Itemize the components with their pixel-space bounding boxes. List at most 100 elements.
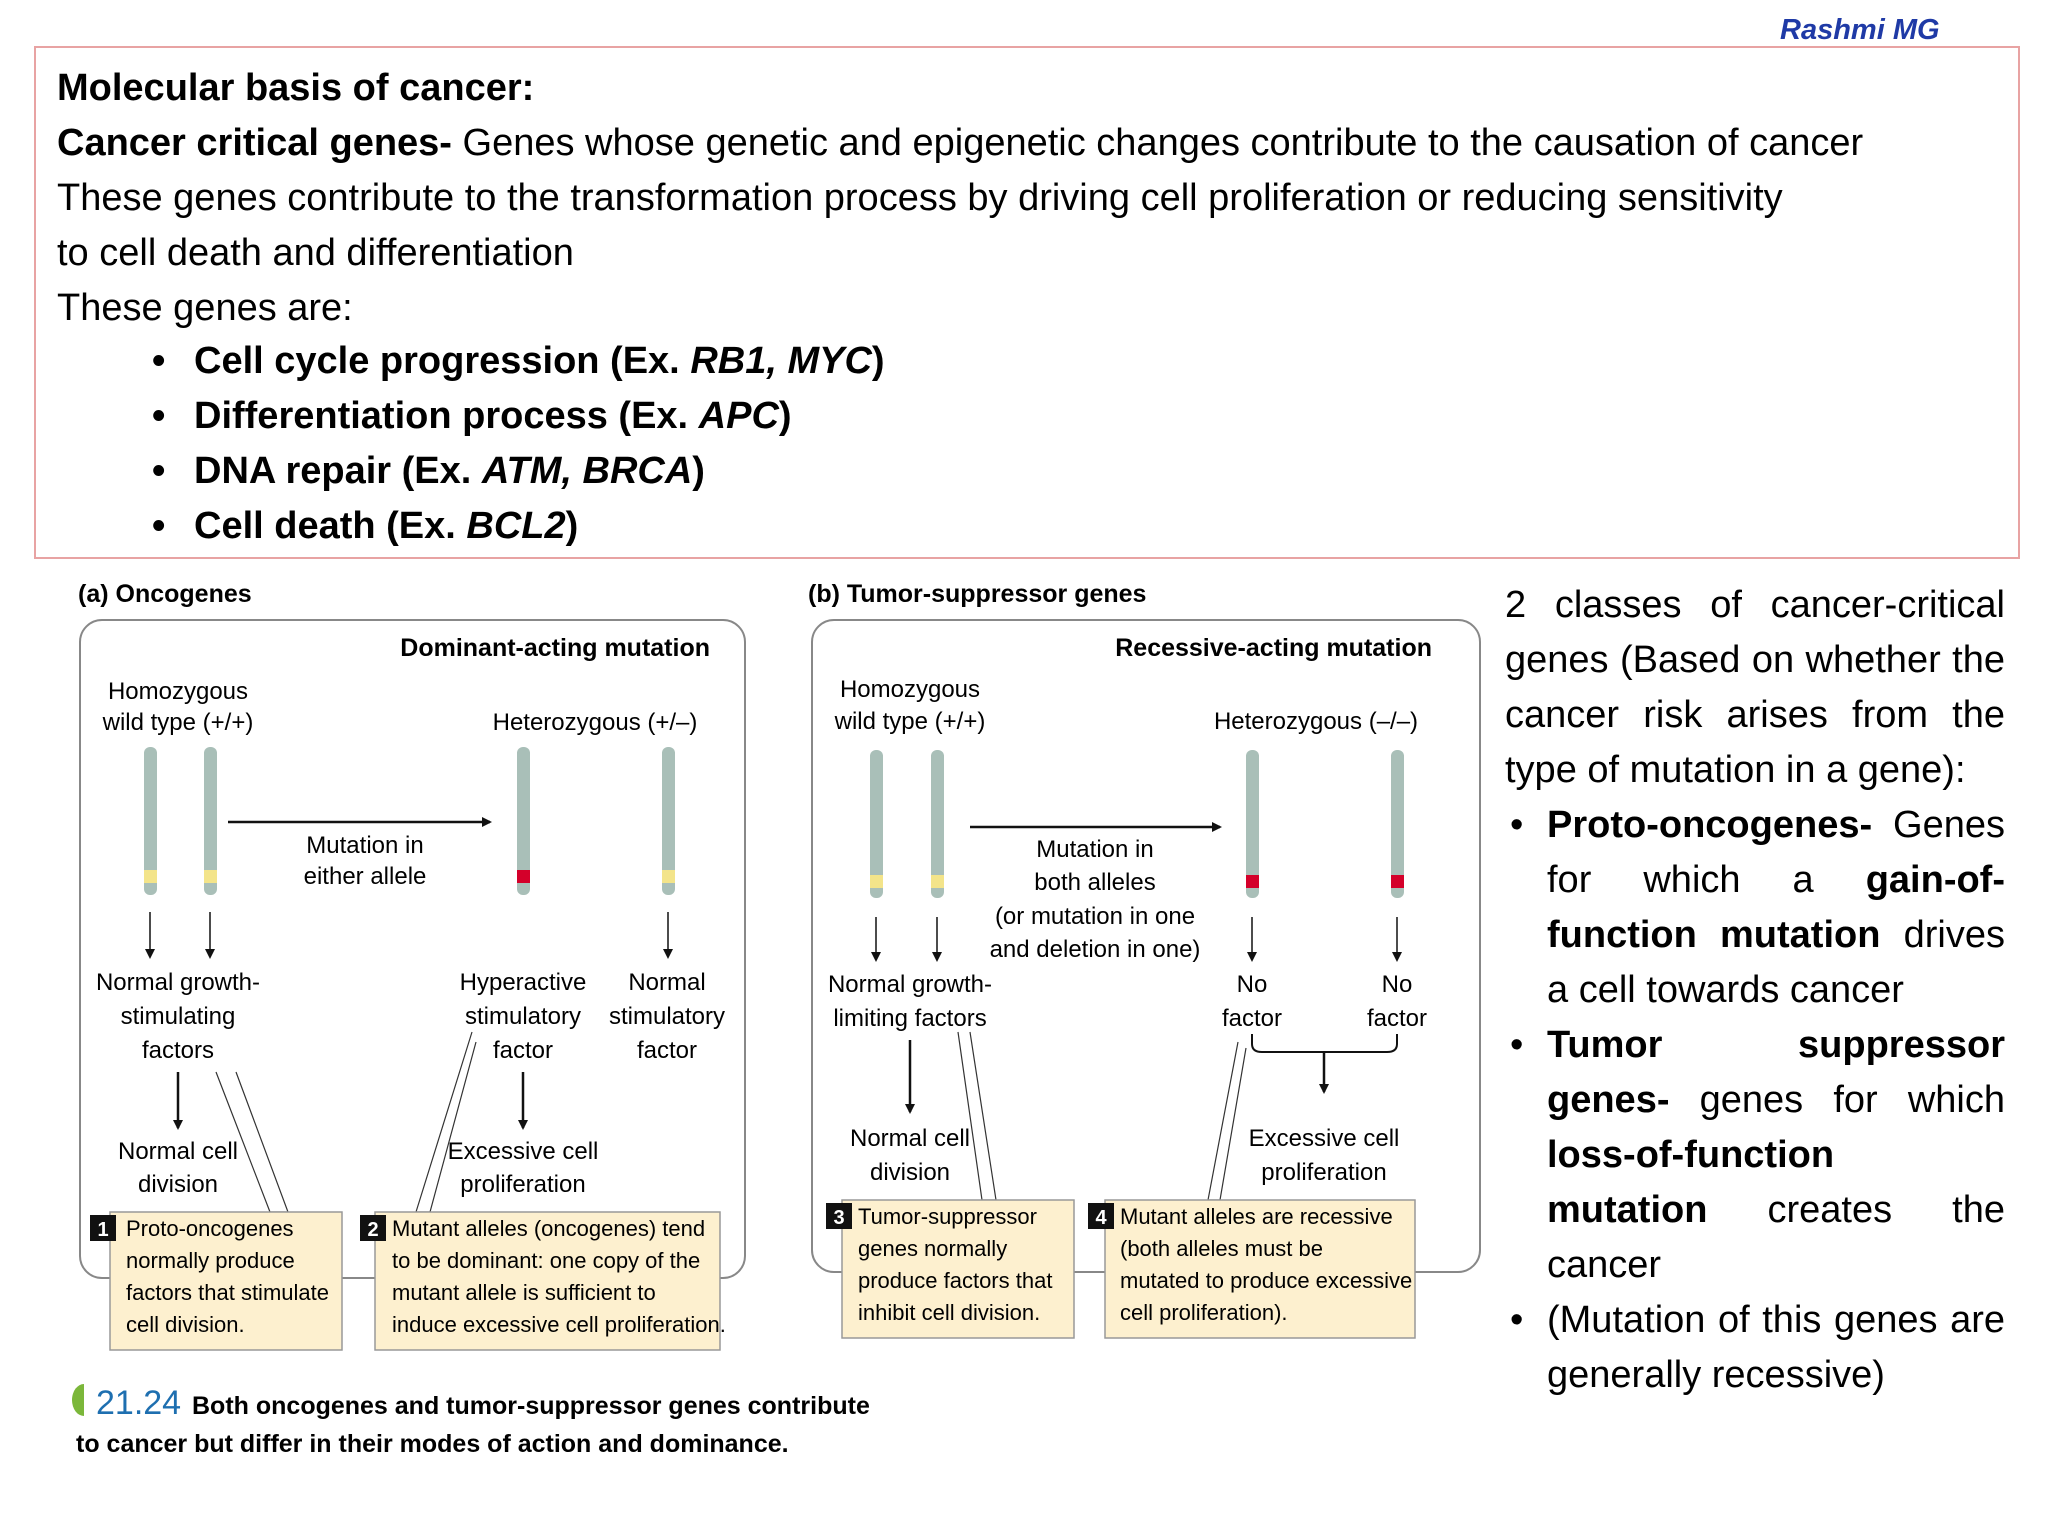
note-2-line: to be dominant: one copy of the [392,1248,700,1273]
no-factor-label-2: No [1382,971,1413,998]
chromosome-wild-2 [204,747,217,895]
recessive-mode-label: Recessive-acting mutation [1115,634,1432,662]
excessive-proliferation-label-b-2: proliferation [1261,1159,1386,1186]
caption-marker-icon [72,1384,84,1416]
class-item-note: •(Mutation of this genes are generally r… [1505,1293,2005,1403]
author-name: Rashmi MG [1780,14,1940,46]
gene-category-item: •Cell death (Ex. BCL2) [124,499,885,554]
classes-list: •Proto-oncogenes- Genes for which a gain… [1505,798,2005,1403]
definition-box: Molecular basis of cancer: Cancer critic… [34,46,2020,559]
classes-intro: 2 classes of cancer-critical genes (Base… [1505,584,2005,791]
section-heading: Molecular basis of cancer: [57,67,535,109]
class-item-proto-oncogenes: •Proto-oncogenes- Genes for which a gain… [1505,798,2005,1018]
mutation-label-b-4: and deletion in one) [990,936,1201,963]
note-box-3 [841,1199,1075,1339]
note-4-line: cell proliferation). [1120,1300,1288,1325]
note-number-badge [1088,1203,1114,1229]
note-number: 4 [1095,1207,1107,1229]
note-4-line: (both alleles must be [1120,1236,1323,1261]
note-2-line: mutant allele is sufficient to [392,1280,656,1305]
caption-line-1: Both oncogenes and tumor-suppressor gene… [192,1392,870,1420]
note-number: 1 [97,1219,108,1241]
chromosome-normal [662,747,675,895]
mutation-label-a-2: either allele [304,863,427,890]
normal-factor-label: Normal growth- [96,969,260,996]
normal-stimulatory-label: Normal [628,969,705,996]
hyperactive-factor-label: Hyperactive [460,969,587,996]
bullet-icon: • [1510,1024,1524,1066]
panel-b-label: (b) Tumor-suppressor genes [808,580,1146,608]
wild-type-label-a: Homozygous [108,678,248,705]
note-1-line: factors that stimulate [126,1280,329,1305]
chromosome-mutant [1391,750,1404,898]
heterozygous-label-b: Heterozygous (–/–) [1214,708,1418,735]
note-4-line: Mutant alleles are recessive [1120,1204,1393,1229]
definition-term: Cancer critical genes- [57,122,452,164]
note-number: 2 [367,1219,378,1241]
hyperactive-factor-label-2: stimulatory [465,1003,581,1030]
note-1-line: cell division. [126,1312,245,1337]
normal-stimulatory-label-2: stimulatory [609,1003,725,1030]
mutation-label-b-3: (or mutation in one [995,903,1195,930]
cancer-gene-classes: 2 classes of cancer-critical genes (Base… [1505,578,2005,1403]
excessive-proliferation-label-a-2: proliferation [460,1171,585,1198]
normal-division-label-a-2: division [138,1171,218,1198]
gene-category-item: •Differentiation process (Ex. APC) [124,389,885,444]
mutation-label-a: Mutation in [306,832,423,859]
limiting-factor-label: Normal growth- [828,971,992,998]
note-3-line: produce factors that [858,1268,1052,1293]
note-2-line: Mutant alleles (oncogenes) tend [392,1216,705,1241]
note-3-line: Tumor-suppressor [858,1204,1037,1229]
normal-division-label-b-2: division [870,1159,950,1186]
gene-category-list: •Cell cycle progression (Ex. RB1, MYC) •… [124,334,885,554]
note-box-1 [109,1211,343,1351]
dominant-mode-label: Dominant-acting mutation [400,634,710,662]
genes-intro: These genes are: [57,287,353,329]
gene-category-item: •Cell cycle progression (Ex. RB1, MYC) [124,334,885,389]
wild-type-label-b: Homozygous [840,676,980,703]
figure-diagram: (a) Oncogenes Dominant-acting mutation H… [72,580,1481,1458]
bullet-icon: • [152,450,166,492]
normal-division-label-a: Normal cell [118,1138,238,1165]
normal-factor-label-3: factors [142,1037,214,1064]
note-4-line: mutated to produce excessive [1120,1268,1412,1293]
bullet-icon: • [1510,1299,1524,1341]
excessive-proliferation-label-a: Excessive cell [448,1138,599,1165]
normal-division-label-b: Normal cell [850,1125,970,1152]
bullet-icon: • [152,505,166,547]
no-factor-label-1b: factor [1222,1005,1282,1032]
note-number-badge [360,1215,386,1241]
heterozygous-label-a: Heterozygous (+/–) [493,709,698,736]
wild-type-genotype-b: wild type (+/+) [834,708,986,735]
caption-line-2: to cancer but differ in their modes of a… [76,1430,789,1458]
oncogene-tumor-suppressor-figure: (a) Oncogenes Dominant-acting mutation H… [70,572,1490,1472]
figure-number: 21.24 [96,1384,181,1422]
note-1-line: Proto-oncogenes [126,1216,294,1241]
wild-type-genotype-a: wild type (+/+) [102,709,254,736]
chromosome-mutant [1246,750,1259,898]
mutation-label-b-2: both alleles [1034,869,1155,896]
note-box-4 [1104,1199,1416,1339]
no-factor-label-2b: factor [1367,1005,1427,1032]
note-1-line: normally produce [126,1248,295,1273]
definition-line: Cancer critical genes- Genes whose genet… [57,121,1863,165]
description-line-1: These genes contribute to the transforma… [57,177,1783,219]
bullet-icon: • [152,395,166,437]
note-box-2 [374,1211,721,1351]
excessive-proliferation-label-b: Excessive cell [1249,1125,1400,1152]
normal-factor-label-2: stimulating [121,1003,236,1030]
definition-text: Genes whose genetic and epigenetic chang… [451,122,1864,164]
note-2-line: induce excessive cell proliferation. [392,1312,726,1337]
mutation-label-b: Mutation in [1036,836,1153,863]
no-factor-label-1: No [1237,971,1268,998]
note-3-line: genes normally [858,1236,1007,1261]
limiting-factor-label-2: limiting factors [833,1005,986,1032]
description-line-2: to cell death and differentiation [57,232,574,274]
bullet-icon: • [1510,804,1524,846]
note-number-badge [90,1215,116,1241]
bullet-icon: • [152,340,166,382]
note-3-line: inhibit cell division. [858,1300,1040,1325]
note-number-badge [826,1203,852,1229]
gene-category-item: •DNA repair (Ex. ATM, BRCA) [124,444,885,499]
normal-stimulatory-label-3: factor [637,1037,697,1064]
